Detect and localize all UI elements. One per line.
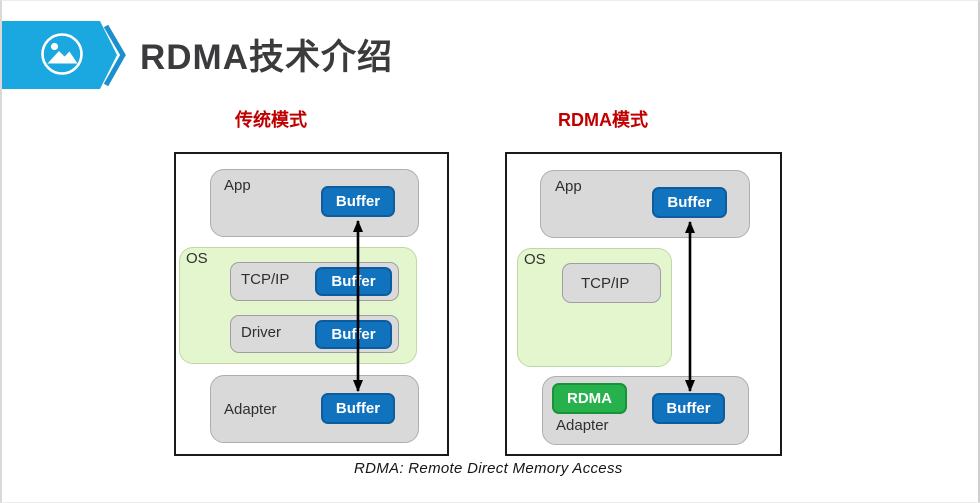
traditional-adapter-buffer: Buffer (321, 393, 395, 424)
os-label: OS (524, 251, 546, 268)
rdma-adapter-layer: RDMA Adapter Buffer (542, 376, 749, 445)
image-icon (41, 33, 83, 75)
traditional-tcpip-buffer: Buffer (315, 267, 392, 296)
rdma-tcpip-box: TCP/IP (562, 263, 661, 303)
traditional-os-region: OS TCP/IP Buffer Driver Buffer (179, 247, 417, 364)
traditional-tcpip-box: TCP/IP Buffer (230, 262, 399, 301)
tcpip-label: TCP/IP (581, 274, 630, 292)
rdma-chip: RDMA (552, 383, 627, 414)
os-label: OS (186, 250, 208, 267)
rdma-diagram-frame: App Buffer OS TCP/IP RDMA Adapter Buffer (505, 152, 782, 456)
traditional-driver-buffer: Buffer (315, 320, 392, 349)
app-label: App (555, 178, 582, 195)
tcpip-label: TCP/IP (241, 271, 290, 288)
footnote: RDMA: Remote Direct Memory Access (354, 460, 623, 477)
rdma-app-buffer: Buffer (652, 187, 727, 218)
traditional-diagram-frame: App Buffer OS TCP/IP Buffer Driver Buffe… (174, 152, 449, 456)
rdma-app-layer: App Buffer (540, 170, 750, 238)
driver-label: Driver (241, 324, 281, 341)
traditional-adapter-layer: Adapter Buffer (210, 375, 419, 443)
app-label: App (224, 177, 251, 194)
chevron-right-icon (103, 24, 126, 87)
traditional-driver-box: Driver Buffer (230, 315, 399, 353)
traditional-app-layer: App Buffer (210, 169, 419, 237)
rdma-adapter-buffer: Buffer (652, 393, 725, 424)
page-title: RDMA技术介绍 (140, 38, 393, 77)
caption-rdma-mode: RDMA模式 (558, 110, 648, 130)
rdma-os-region: OS TCP/IP (517, 248, 672, 367)
header-banner (2, 21, 126, 89)
traditional-app-buffer: Buffer (321, 186, 395, 217)
adapter-label: Adapter (556, 417, 609, 434)
adapter-label: Adapter (224, 401, 277, 418)
caption-traditional-mode: 传统模式 (235, 110, 307, 130)
